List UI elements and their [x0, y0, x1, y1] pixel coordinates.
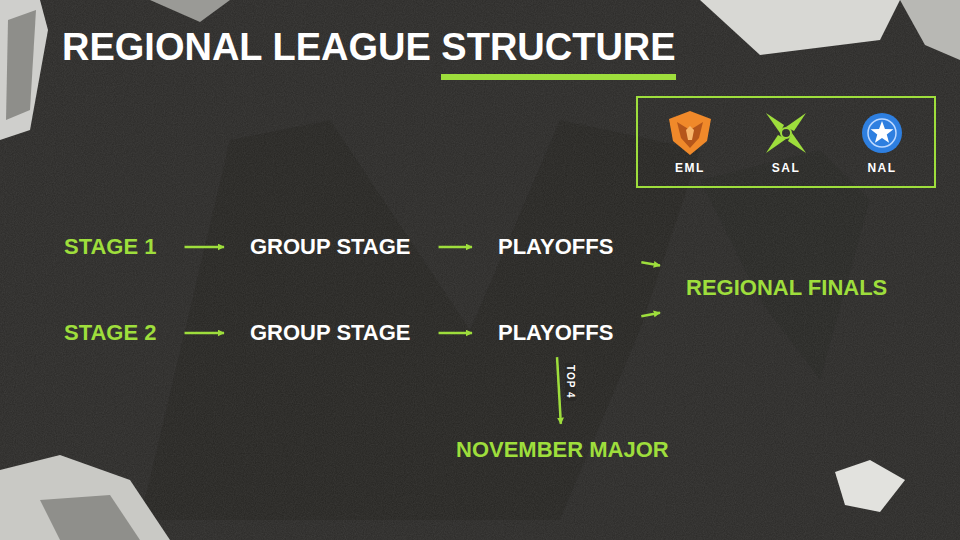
- rock-shard: [6, 10, 36, 120]
- flow-arrow: [641, 262, 660, 265]
- title-underline: [441, 74, 675, 80]
- rock-shard: [0, 455, 170, 540]
- stage-label: GROUP STAGE: [250, 235, 411, 259]
- flow-arrow: [439, 332, 472, 335]
- league-item: NAL: [836, 108, 928, 175]
- rock-shard: [900, 0, 960, 60]
- rock-shard: [40, 495, 140, 540]
- stage-label: GROUP STAGE: [250, 321, 411, 345]
- rock-shard: [835, 460, 905, 512]
- stage-label: PLAYOFFS: [498, 235, 613, 259]
- rock-shard: [0, 0, 48, 140]
- stage-node: PLAYOFFS: [492, 317, 619, 349]
- stage-label: NOVEMBER MAJOR: [456, 438, 669, 462]
- flow-arrow: [185, 246, 224, 249]
- rock-shard: [700, 0, 900, 55]
- stage-node: GROUP STAGE: [244, 317, 417, 349]
- stage-node: STAGE 1: [58, 231, 163, 263]
- league-item: SAL: [740, 108, 832, 175]
- stage-node: PLAYOFFS: [492, 231, 619, 263]
- rock-shard: [150, 0, 230, 22]
- flow-arrow: [185, 332, 224, 335]
- league-item: EML: [644, 108, 736, 175]
- league-logo: [857, 108, 907, 158]
- stage-node: GROUP STAGE: [244, 231, 417, 263]
- flow-arrow: [641, 313, 660, 317]
- league-name: EML: [675, 162, 705, 175]
- league-name: NAL: [867, 162, 896, 175]
- stage-label: PLAYOFFS: [498, 321, 613, 345]
- stage-node: NOVEMBER MAJOR: [450, 434, 675, 466]
- stage-label: STAGE 2: [64, 321, 157, 345]
- league-name: SAL: [772, 162, 801, 175]
- flow-arrow: [439, 246, 472, 249]
- stage-label: STAGE 1: [64, 235, 157, 259]
- league-logo: [761, 108, 811, 158]
- flow-arrow: [557, 357, 561, 424]
- league-logo: [665, 108, 715, 158]
- edge-label: TOP 4: [565, 363, 576, 401]
- title: REGIONAL LEAGUE STRUCTURE: [62, 26, 676, 70]
- stage-label: REGIONAL FINALS: [686, 276, 887, 300]
- league-panel: EML SAL NAL: [636, 96, 936, 188]
- stage-node: REGIONAL FINALS: [680, 272, 893, 304]
- stage-node: STAGE 2: [58, 317, 163, 349]
